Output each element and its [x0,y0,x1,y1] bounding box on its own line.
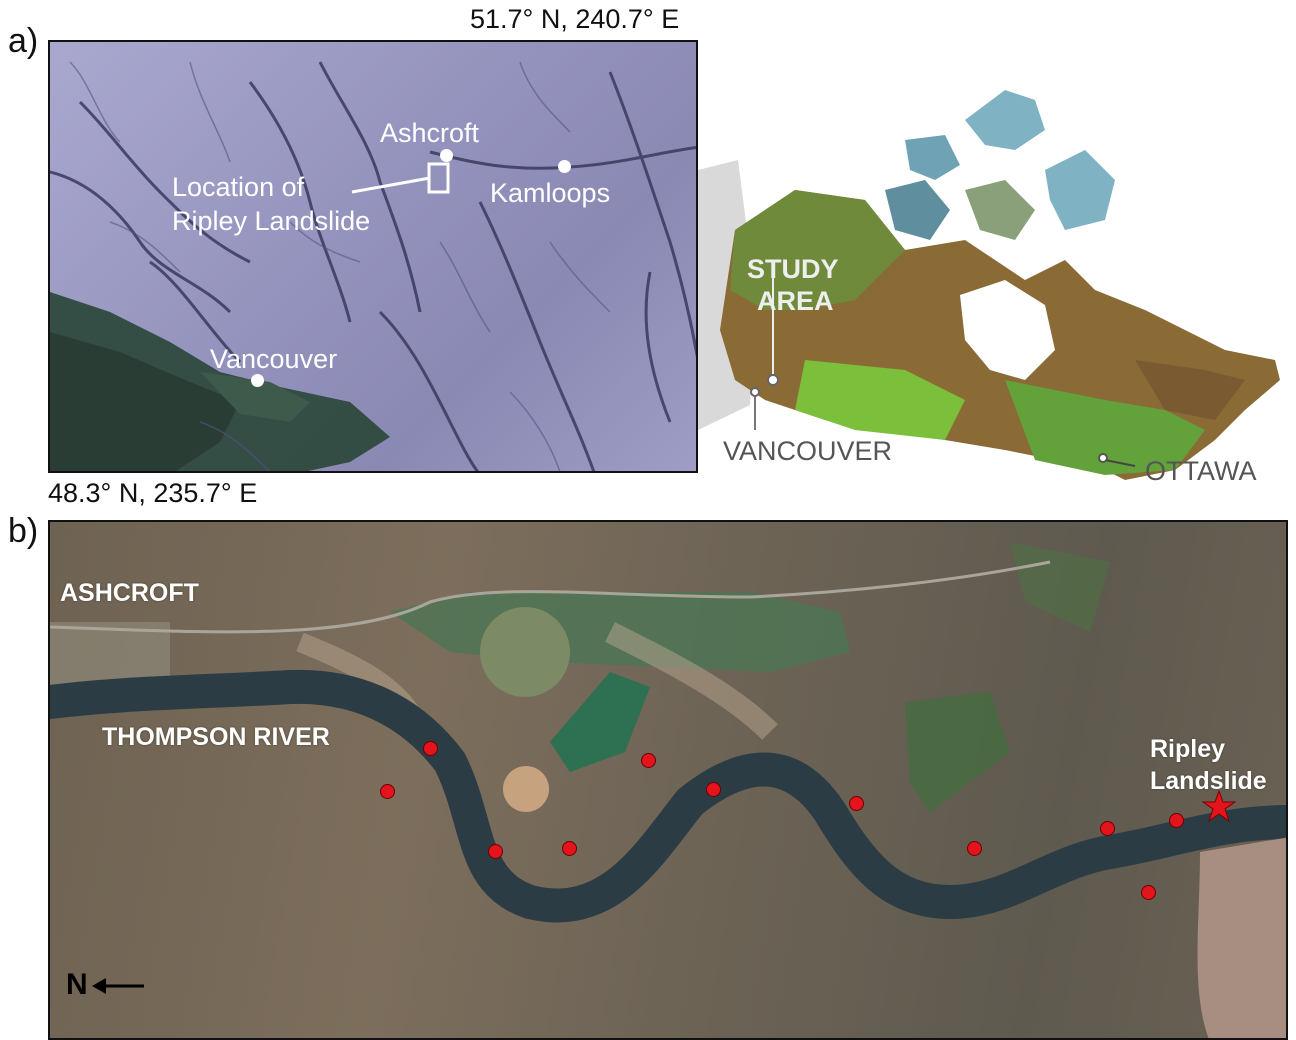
relief-map: Ashcroft Kamloops Location of Ripley Lan… [48,40,698,473]
marker-dot [706,782,721,797]
ashcroft-label: Ashcroft [380,118,480,148]
ripley-landslide-star-icon [1202,790,1236,823]
inset-vancouver-label: VANCOUVER [723,436,893,466]
vancouver-label: Vancouver [210,344,338,374]
study-area-label-line2: AREA [757,286,834,316]
satellite-terrain [50,542,1286,1038]
marker-dot [562,841,577,856]
location-label-line1: Location of [172,172,305,202]
north-arrow-icon [92,978,144,994]
satellite-map: ASHCROFT THOMPSON RIVER Ripley Landslide… [48,520,1288,1040]
panel-a-letter: a) [8,22,39,60]
relief-terrain [50,61,696,471]
inset-ottawa-label: OTTAWA [1145,456,1257,486]
thompson-river-label: THOMPSON RIVER [102,723,330,751]
bottom-left-coordinate: 48.3° N, 235.7° E [48,478,258,508]
marker-dot [423,741,438,756]
ripley-landslide-label-line1: Ripley [1150,735,1226,763]
ashcroft-sat-label: ASHCROFT [60,579,199,607]
panel-b-letter: b) [8,512,39,550]
marker-dot [967,841,982,856]
marker-dot [1169,813,1184,828]
kamloops-dot [558,160,571,173]
top-right-coordinate: 51.7° N, 240.7° E [470,4,680,34]
north-label: N [66,968,88,1001]
marker-dot [641,753,656,768]
vancouver-dot [251,374,264,387]
study-area-label-line1: STUDY [747,254,839,284]
canada-inset-map: STUDY AREA VANCOUVER OTTAWA [705,80,1290,500]
ripley-landslide-label-line2: Landslide [1150,767,1267,795]
kamloops-label: Kamloops [490,178,611,208]
location-label-line2: Ripley Landslide [172,206,371,236]
marker-dot [380,784,395,799]
marker-dot [849,796,864,811]
ashcroft-dot [440,149,453,162]
marker-dot [1100,821,1115,836]
marker-dot [488,844,503,859]
marker-dot [1141,885,1156,900]
canada-landmass [720,90,1280,480]
